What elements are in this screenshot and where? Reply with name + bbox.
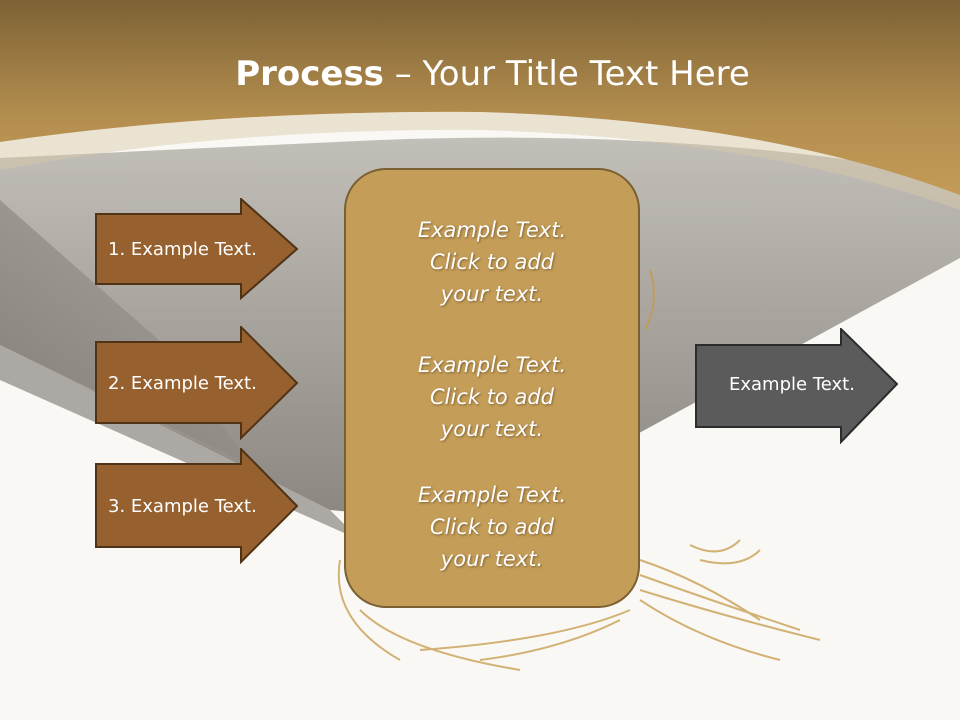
step-label: 3. Example Text. <box>108 495 257 517</box>
center-text-block-2: Example Text. Click to add your text. <box>346 349 638 445</box>
slide-title: Process – Your Title Text Here <box>0 52 960 96</box>
block-line: Click to add <box>429 515 554 539</box>
block-line: your text. <box>440 282 544 306</box>
center-content-box[interactable]: Example Text. Click to add your text. Ex… <box>344 168 640 608</box>
block-line: Click to add <box>429 385 554 409</box>
center-text-block-1: Example Text. Click to add your text. <box>346 214 638 310</box>
step-label: 2. Example Text. <box>108 372 257 394</box>
step-label: 1. Example Text. <box>108 238 257 260</box>
process-step-arrow-2[interactable]: 2. Example Text. <box>95 326 299 440</box>
right-arrow-shape <box>95 448 299 564</box>
right-arrow-shape <box>95 326 299 440</box>
block-line: Example Text. <box>417 483 567 507</box>
block-line: Click to add <box>429 250 554 274</box>
right-arrow-shape <box>95 198 299 300</box>
title-bold: Process <box>235 54 384 94</box>
process-step-arrow-1[interactable]: 1. Example Text. <box>95 198 299 300</box>
result-label: Example Text. <box>729 373 855 395</box>
block-line: your text. <box>440 547 544 571</box>
title-rest: – Your Title Text Here <box>383 54 750 94</box>
right-arrow-shape <box>695 328 899 444</box>
block-line: Example Text. <box>417 353 567 377</box>
center-text-block-3: Example Text. Click to add your text. <box>346 479 638 575</box>
block-line: your text. <box>440 417 544 441</box>
result-arrow[interactable]: Example Text. <box>695 328 899 444</box>
block-line: Example Text. <box>417 218 567 242</box>
process-step-arrow-3[interactable]: 3. Example Text. <box>95 448 299 564</box>
